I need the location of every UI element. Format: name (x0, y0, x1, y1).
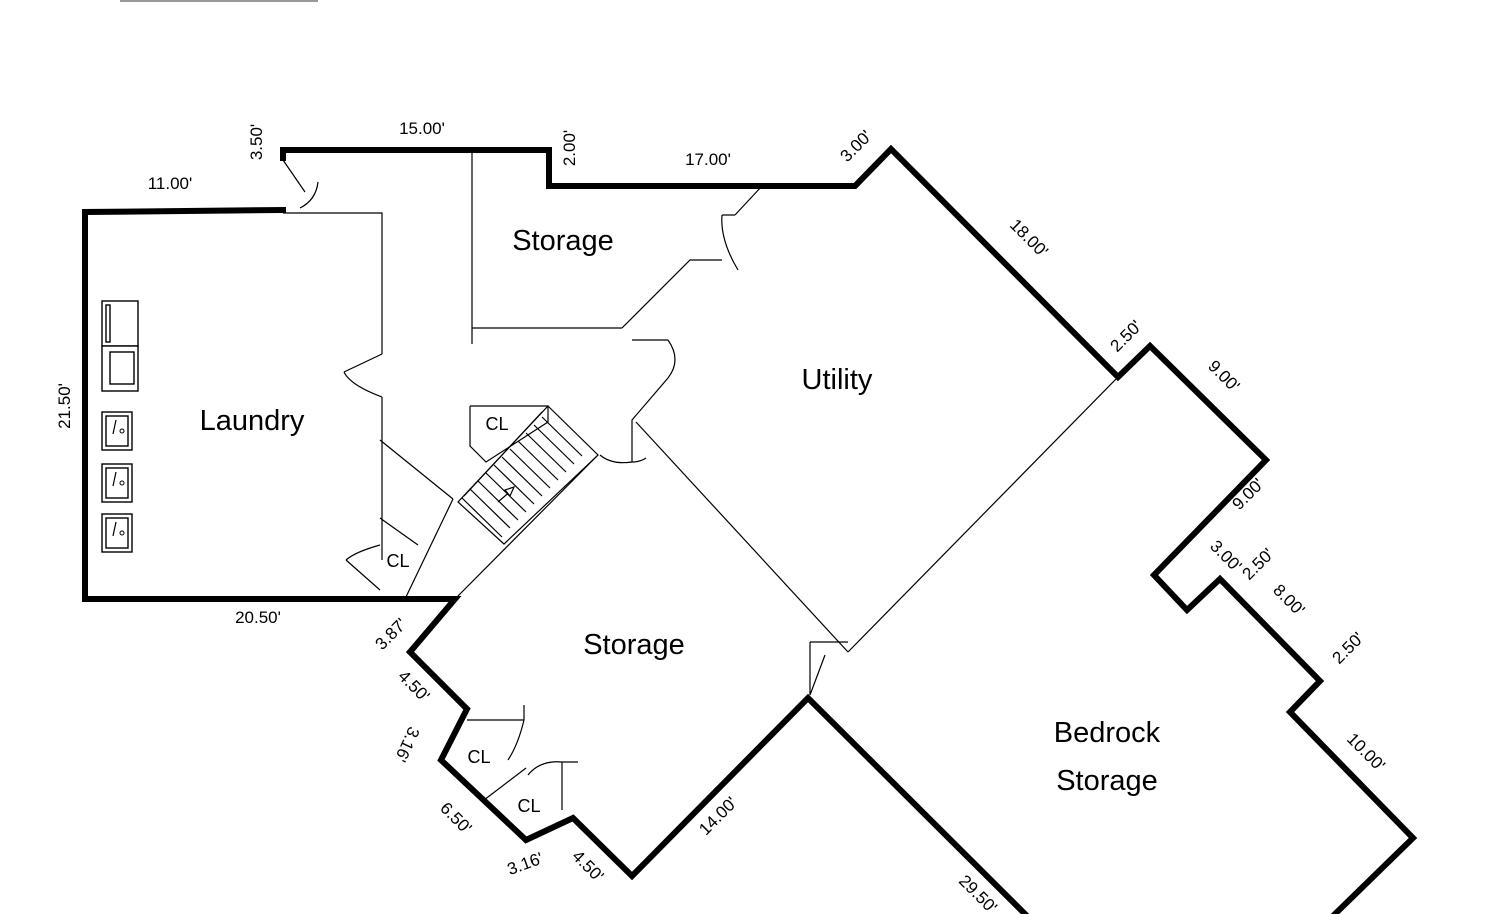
door-storage-top (721, 214, 739, 271)
sink-icon (101, 411, 133, 451)
dim-label: 9.00' (1204, 357, 1243, 396)
up-arrow-icon (497, 486, 516, 503)
room-labels: Laundry Storage Utility Storage Bedrock … (200, 225, 1161, 797)
sink-icon (101, 513, 133, 553)
door-hall (599, 454, 647, 464)
dim-label: 3.50' (247, 124, 266, 160)
laundry-diagonal-partition-2 (404, 498, 454, 600)
dim-label: 9.00' (1229, 475, 1268, 514)
dim-label: 20.50' (235, 608, 281, 627)
laundry-fixtures (101, 300, 139, 553)
laundry-east-partition (283, 212, 383, 354)
dim-label: 8.00' (1269, 581, 1308, 620)
stairs (457, 405, 599, 545)
dim-label: 14.00' (695, 793, 741, 839)
room-label-storage-bottom: Storage (583, 629, 685, 661)
utility-storage-divider (635, 421, 849, 653)
sink-icon (101, 463, 133, 503)
exterior-walls (82, 144, 1418, 914)
door-bedrock (809, 641, 848, 696)
laundry-diagonal-partition (379, 439, 454, 500)
dim-label: 3.00' (837, 127, 876, 166)
closet-labels: CL CL CL CL (386, 414, 540, 816)
door-cl-lower-2 (527, 761, 578, 776)
door-cl-lower-1 (507, 705, 525, 761)
dim-label: 21.50' (55, 383, 74, 429)
door-utility (632, 339, 676, 379)
door-cl-laundry (345, 544, 381, 591)
room-label-utility: Utility (802, 364, 873, 396)
utility-west-partition-upper (734, 185, 763, 216)
room-label-laundry: Laundry (200, 405, 305, 437)
room-label-bedrock: Bedrock (1054, 717, 1161, 749)
room-label-storage-top: Storage (512, 225, 614, 257)
utility-west-partition (621, 259, 722, 329)
dim-label: 11.00' (148, 174, 193, 193)
doors (282, 159, 848, 776)
closet-label-lower-2: CL (517, 796, 540, 816)
dim-label: 17.00' (685, 150, 731, 169)
room-label-bedrock-storage: Storage (1056, 765, 1158, 797)
washer-icon (101, 345, 139, 392)
dim-label: 2.00' (560, 130, 579, 166)
utility-bedrock-divider (847, 376, 1119, 653)
closet-label-laundry: CL (386, 551, 409, 571)
dim-label: 4.50' (568, 847, 607, 886)
wall-top-run (280, 144, 1418, 914)
dim-label: 3.16' (505, 849, 546, 879)
dimension-labels: 3.50' 15.00' 2.00' 17.00' 3.00' 11.00' 1… (55, 119, 1389, 914)
closet-label-stair: CL (485, 414, 508, 434)
dim-label: 2.50' (1329, 629, 1368, 668)
dim-label: 3.16' (391, 724, 424, 765)
dim-label: 3.87' (372, 615, 411, 654)
dim-label: 29.50' (955, 871, 1001, 914)
interior-partitions (283, 150, 1119, 810)
stair-cl-box (469, 405, 549, 463)
hall-partition (631, 377, 669, 462)
storage-west-wall (454, 454, 599, 600)
dim-label: 10.00' (1343, 729, 1389, 775)
dim-label: 15.00' (399, 119, 445, 138)
dim-label: 2.50' (1107, 317, 1146, 356)
wall-laundry-outer (82, 206, 1030, 914)
closet-label-lower-1: CL (467, 747, 490, 767)
cl-lower-mid (483, 767, 527, 801)
door-laundry (343, 353, 383, 398)
door-entry (282, 159, 319, 209)
dim-label: 18.00' (1006, 215, 1052, 261)
dim-label: 6.50' (436, 799, 475, 838)
cl-laundry-wall (379, 517, 419, 546)
dim-label: 2.50' (1239, 545, 1278, 584)
dryer-icon (101, 300, 139, 347)
